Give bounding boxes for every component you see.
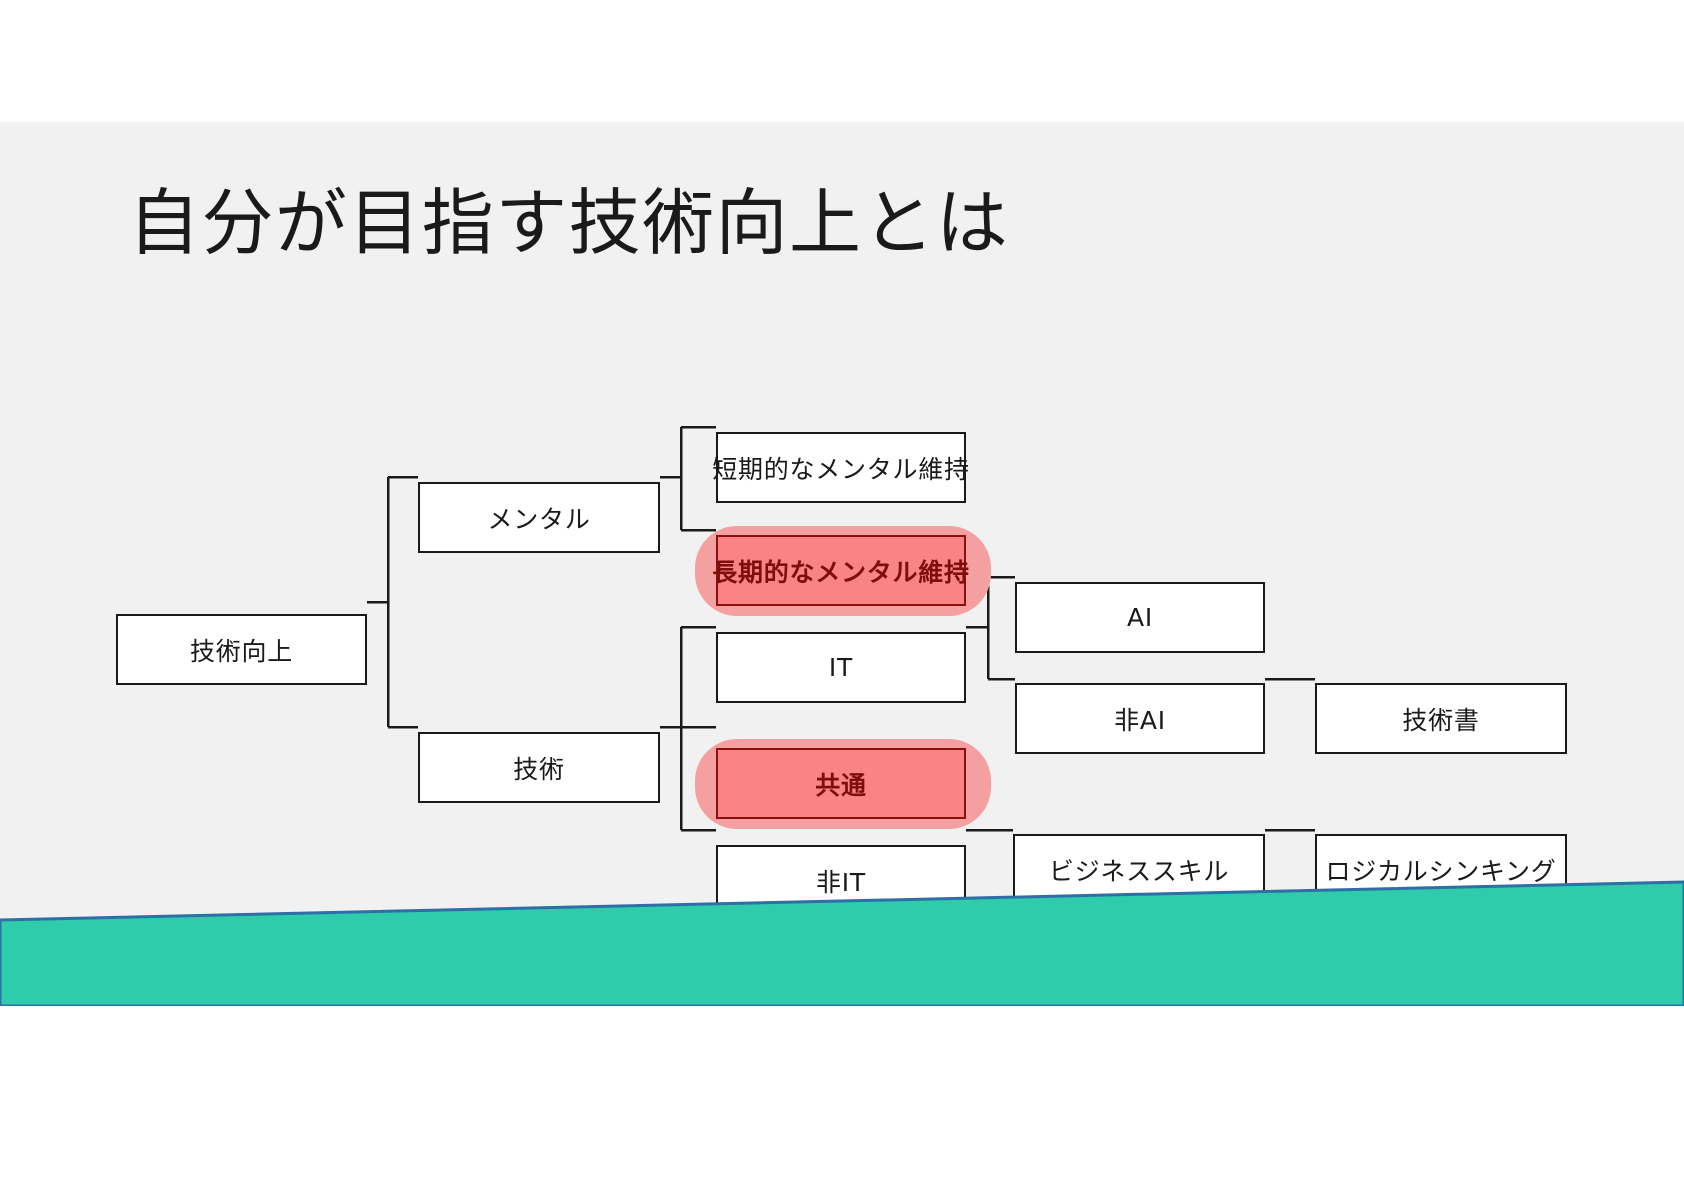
node-common[interactable]: 共通 <box>716 748 966 819</box>
node-tech-book[interactable]: 技術書 <box>1315 683 1567 754</box>
node-short-term-mental[interactable]: 短期的なメンタル維持 <box>712 432 969 503</box>
slide-canvas: 自分が目指す技術向上とは <box>0 122 1684 1006</box>
node-ai[interactable]: AI <box>1015 582 1265 653</box>
node-non-ai[interactable]: 非AI <box>1015 683 1265 754</box>
page-title: 自分が目指す技術向上とは <box>128 181 1010 265</box>
node-tech[interactable]: 技術 <box>418 732 660 803</box>
node-root[interactable]: 技術向上 <box>116 614 367 685</box>
node-long-term-mental[interactable]: 長期的なメンタル維持 <box>712 535 969 606</box>
tree-diagram: 技術向上 メンタル 技術 短期的なメンタル維持 長期的なメンタル維持 IT 共通… <box>0 122 1684 1006</box>
footer-decoration <box>0 880 1684 1006</box>
node-it[interactable]: IT <box>716 632 966 703</box>
node-mental[interactable]: メンタル <box>418 482 660 553</box>
